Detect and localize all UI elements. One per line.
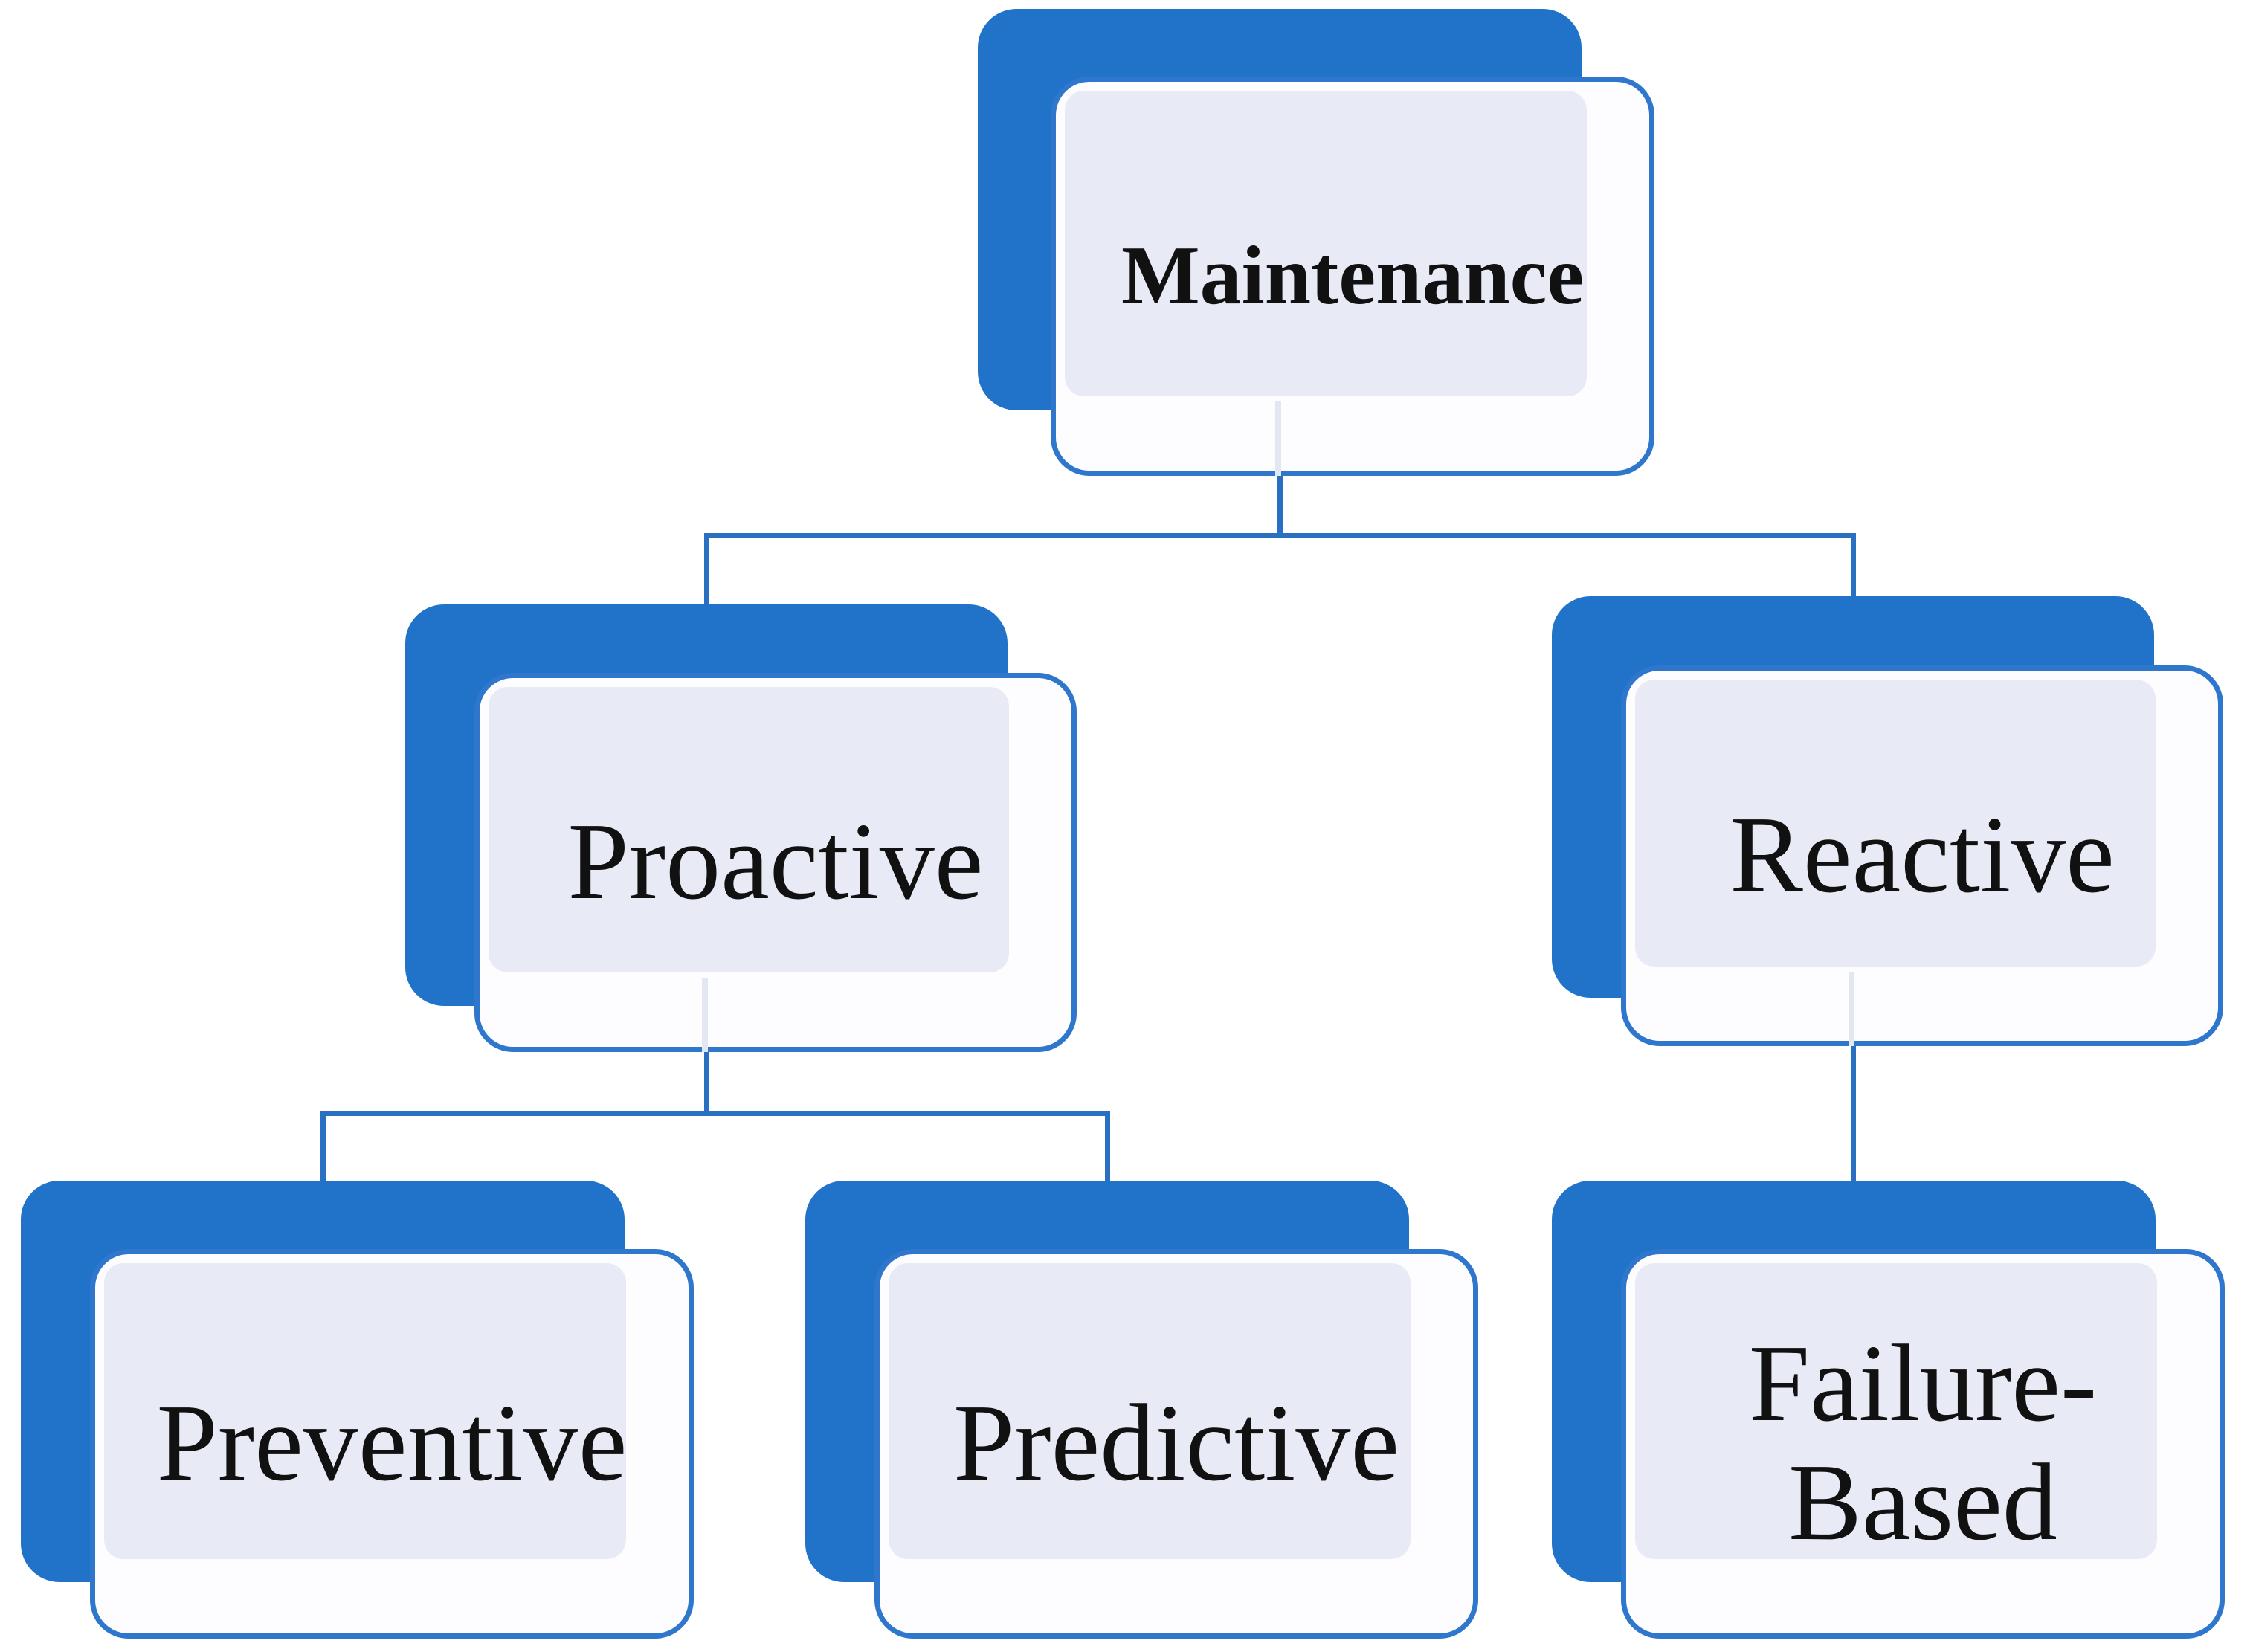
node-reactive-front-shape: Reactive xyxy=(1621,665,2223,1046)
node-proactive-inset-panel xyxy=(489,687,1009,972)
node-reactive-inset-panel xyxy=(1635,680,2156,967)
node-preventive-front-shape: Preventive xyxy=(90,1249,694,1639)
node-preventive-inset-panel xyxy=(104,1263,626,1559)
node-predictive-inset-panel xyxy=(889,1263,1411,1559)
connector-faint-stem-reactive xyxy=(1849,972,1854,1046)
node-reactive-label: Reactive xyxy=(1730,794,2115,917)
connector-faint-stem-proactive xyxy=(702,978,708,1052)
connector-drop-proactive xyxy=(704,533,709,604)
node-proactive-label: Proactive xyxy=(567,801,984,923)
node-maintenance-front-shape: Maintenance xyxy=(1051,77,1654,476)
node-predictive-label: Predictive xyxy=(953,1382,1400,1505)
connector-level2-rail xyxy=(320,1111,1110,1116)
node-maintenance-inset-panel xyxy=(1065,91,1587,396)
connector-maintenance-stem xyxy=(1277,476,1283,538)
connector-faint-stem-maintenance xyxy=(1275,401,1281,476)
node-proactive-front-shape: Proactive xyxy=(474,673,1077,1052)
node-predictive-front-shape: Predictive xyxy=(874,1249,1478,1639)
node-failure-based-label: Failure- Based xyxy=(1748,1323,2098,1564)
node-failure-based-front-shape: Failure- Based xyxy=(1621,1249,2225,1639)
connector-drop-predictive xyxy=(1105,1111,1110,1185)
node-failure-based-inset-panel xyxy=(1635,1263,2157,1559)
node-preventive-label: Preventive xyxy=(156,1382,628,1505)
node-maintenance-label: Maintenance xyxy=(1121,230,1585,323)
connector-drop-reactive xyxy=(1851,533,1856,600)
connector-reactive-failure xyxy=(1851,1046,1856,1185)
connector-proactive-stem xyxy=(704,1052,709,1116)
connector-level1-rail xyxy=(704,533,1856,538)
connector-drop-preventive xyxy=(320,1111,326,1185)
